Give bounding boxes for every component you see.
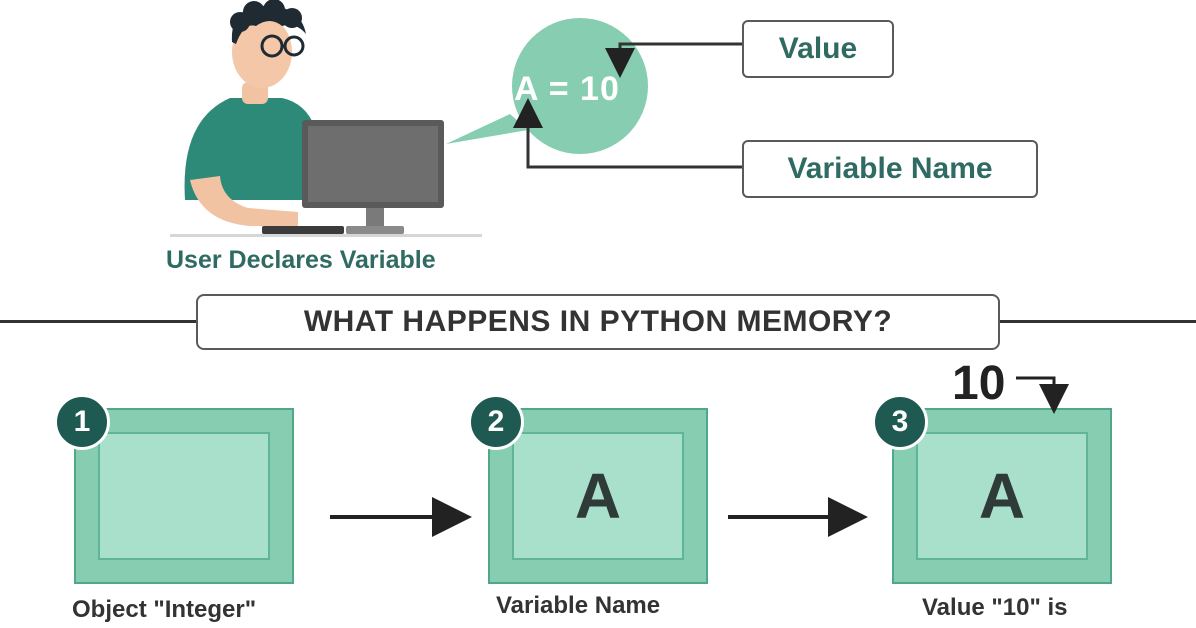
- value-ten-arrow: [1016, 376, 1069, 414]
- value-label: Value: [778, 32, 858, 65]
- variable-name-label: Variable Name: [787, 152, 993, 185]
- section-title: WHAT HAPPENS IN PYTHON MEMORY?: [196, 294, 1000, 350]
- memory-box-inner-3: A: [916, 432, 1088, 560]
- step-caption-3: Value "10" is: [922, 594, 1068, 621]
- memory-box-step-1: [74, 408, 294, 584]
- step-caption-1: Object "Integer": [72, 596, 257, 623]
- user-declares-variable-caption: User Declares Variable: [166, 246, 436, 274]
- formula-text: A = 10: [514, 70, 620, 108]
- step-badge-2: 2: [468, 394, 524, 450]
- value-ten-label: 10: [952, 357, 1006, 410]
- step-badge-3: 3: [872, 394, 928, 450]
- memory-box-step-2: A: [488, 408, 708, 584]
- step-badge-1: 1: [54, 394, 110, 450]
- person-at-computer-illustration: [170, 0, 482, 237]
- memory-box-inner-2: A: [512, 432, 684, 560]
- variable-name-label-box: Variable Name: [742, 140, 1038, 198]
- memory-box-inner-1: [98, 432, 270, 560]
- memory-box-step-3: A: [892, 408, 1112, 584]
- value-label-box: Value: [742, 20, 894, 78]
- step-caption-2: Variable Name: [496, 592, 661, 619]
